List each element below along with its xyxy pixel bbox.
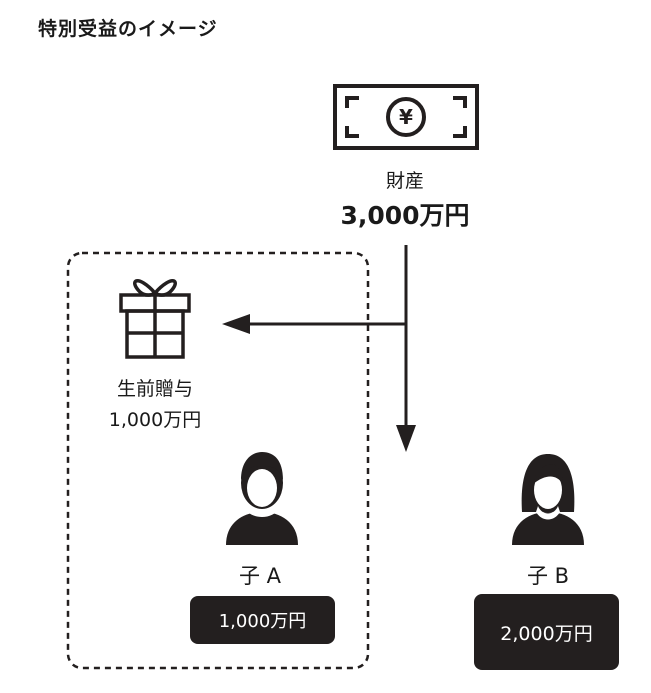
special-benefit-group-box	[66, 251, 370, 670]
child-a-amount-badge: 1,000万円	[190, 596, 335, 644]
flow-arrow-down	[396, 245, 416, 452]
asset-amount: 3,000万円	[340, 201, 470, 230]
child-b-amount-badge: 2,000万円	[474, 594, 619, 670]
flow-arrow-left	[222, 314, 406, 334]
child-a-label: 子 A	[238, 564, 282, 588]
diagram-title: 特別受益のイメージ	[38, 18, 218, 40]
gift-amount: 1,000万円	[108, 409, 202, 431]
gift-label: 生前贈与	[116, 378, 193, 400]
asset-label: 財産	[385, 170, 424, 192]
banknote-icon: ¥	[333, 84, 479, 150]
person-male-icon	[226, 452, 298, 545]
yen-symbol: ¥	[399, 105, 413, 129]
child-b-amount: 2,000万円	[500, 622, 593, 645]
gift-box-icon	[119, 279, 191, 359]
child-b-label: 子 B	[526, 564, 570, 588]
person-female-icon	[512, 454, 584, 545]
child-a-amount: 1,000万円	[218, 611, 307, 632]
